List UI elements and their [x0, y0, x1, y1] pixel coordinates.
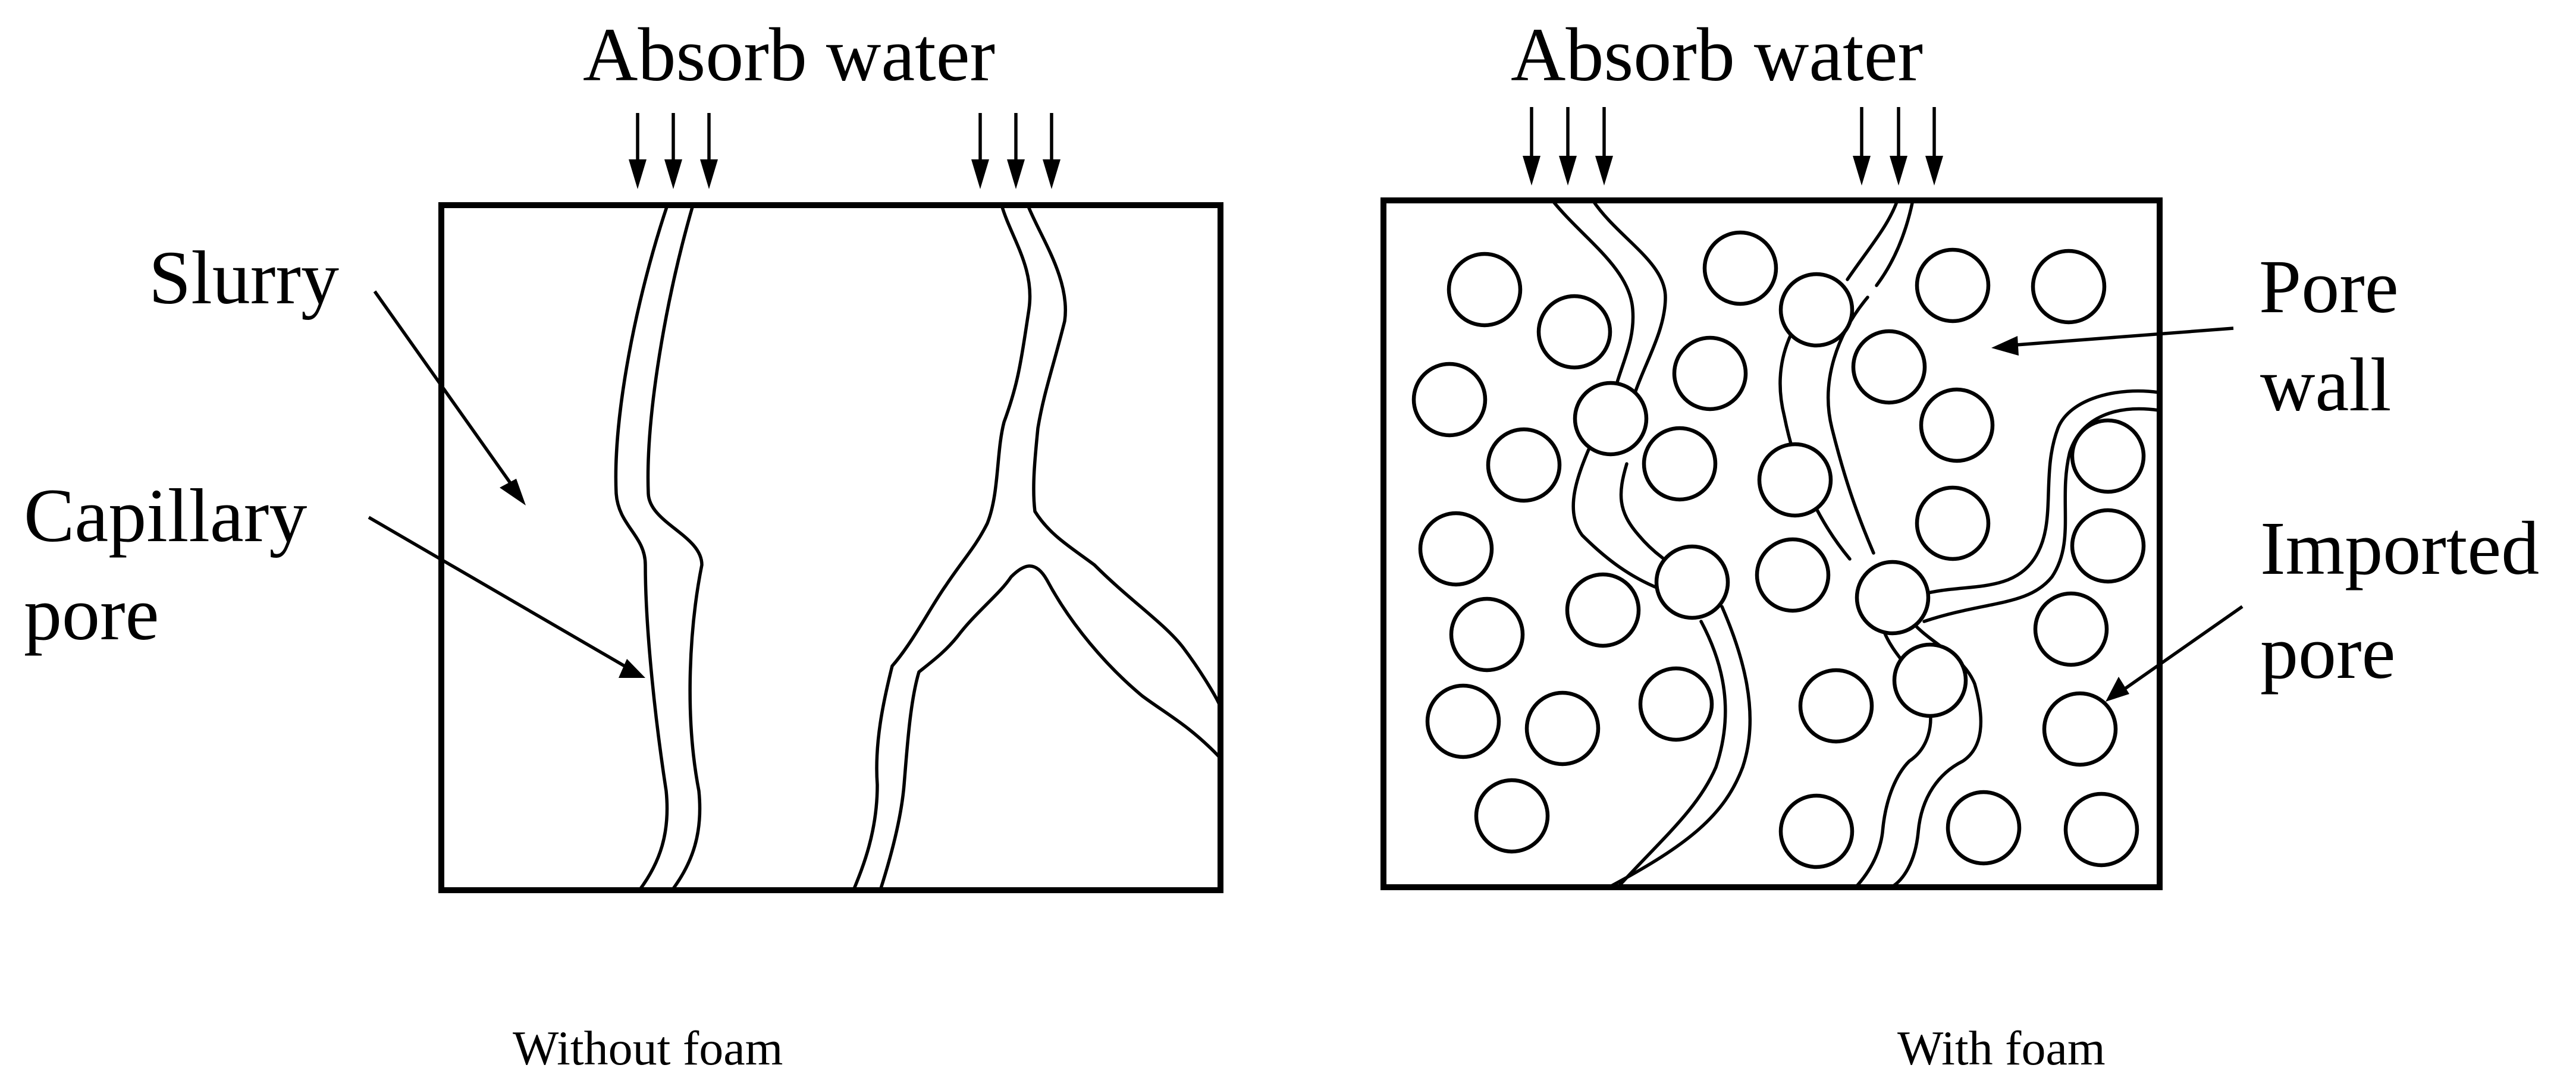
water-arrow-icon: [1007, 113, 1025, 189]
caption-without-foam: Without foam: [513, 1021, 783, 1075]
slurry-pointer-arrow: [373, 290, 526, 505]
bubble: [1654, 544, 1730, 620]
bubble: [2031, 249, 2107, 325]
water-arrow-icon: [971, 113, 989, 189]
bubble: [1411, 362, 1488, 438]
bubble: [1449, 596, 1525, 673]
pore-wall-label-line2: wall: [2260, 343, 2391, 427]
bubble: [1672, 335, 1748, 412]
imported-pore-label-line1: Imported: [2260, 506, 2539, 590]
bubble: [1486, 427, 1562, 503]
panel-with-foam: Absorb water: [1380, 12, 2539, 1075]
bubble: [2063, 791, 2139, 868]
slurry-label: Slurry: [149, 235, 339, 320]
bubble: [1447, 252, 1523, 328]
bubble: [1524, 690, 1601, 767]
bubble: [1915, 485, 1991, 561]
bubble: [2033, 591, 2109, 667]
bubble: [1418, 511, 1494, 587]
imported-pore-label-line2: pore: [2260, 610, 2395, 695]
water-arrow-icon: [1595, 107, 1613, 186]
water-arrow-icon: [664, 113, 682, 189]
bubble: [1946, 790, 2022, 866]
water-arrow-icon: [700, 113, 718, 189]
water-arrow-icon: [1559, 107, 1577, 186]
bubble: [1474, 778, 1550, 854]
bubble: [1573, 381, 1649, 457]
bubble: [1638, 666, 1714, 742]
right-water-arrows: [1523, 107, 1943, 186]
bubble: [1702, 230, 1778, 306]
bubble: [1565, 572, 1641, 648]
bubble: [2070, 418, 2146, 494]
bubble: [1798, 668, 1874, 744]
bubble: [1755, 537, 1831, 613]
bubble: [1915, 247, 1991, 323]
slurry-box: [438, 202, 1223, 893]
bubble: [1855, 560, 1931, 636]
imported-pore-pointer-arrow: [2106, 605, 2244, 702]
bubble: [1778, 272, 1855, 348]
caption-with-foam: With foam: [1897, 1021, 2106, 1075]
imported-pores: [1411, 230, 2146, 869]
bubble: [1851, 329, 1927, 405]
capillary-pore-right: [852, 203, 1222, 892]
bubble: [2042, 691, 2118, 767]
water-arrow-icon: [1925, 107, 1943, 186]
bubble: [1778, 793, 1855, 869]
capillary-label-line1: Capillary: [24, 473, 307, 558]
panel-without-foam: Absorb water: [24, 12, 1223, 1075]
bubble: [1425, 683, 1501, 759]
left-absorb-water-header: Absorb water: [583, 12, 995, 97]
bubble: [2070, 508, 2146, 584]
water-arrow-icon: [1890, 107, 1907, 186]
capillary-pointer-arrow: [368, 516, 645, 678]
bubble: [1892, 642, 1968, 718]
bubble: [1536, 294, 1612, 370]
pore-wall-pointer-arrow: [1991, 326, 2234, 356]
left-water-arrows: [629, 113, 1060, 189]
water-arrow-icon: [1043, 113, 1060, 189]
bubble: [1642, 426, 1718, 502]
pore-wall-label-line1: Pore: [2259, 244, 2399, 329]
foam-slurry-box: [1380, 197, 2163, 890]
bubble: [1757, 442, 1833, 518]
water-arrow-icon: [1853, 107, 1871, 186]
water-arrow-icon: [1523, 107, 1540, 186]
water-arrow-icon: [629, 113, 647, 189]
capillary-label-line2: pore: [24, 571, 159, 656]
capillary-pore-left: [614, 203, 704, 892]
bubble: [1919, 387, 1995, 463]
right-absorb-water-header: Absorb water: [1511, 12, 1923, 97]
